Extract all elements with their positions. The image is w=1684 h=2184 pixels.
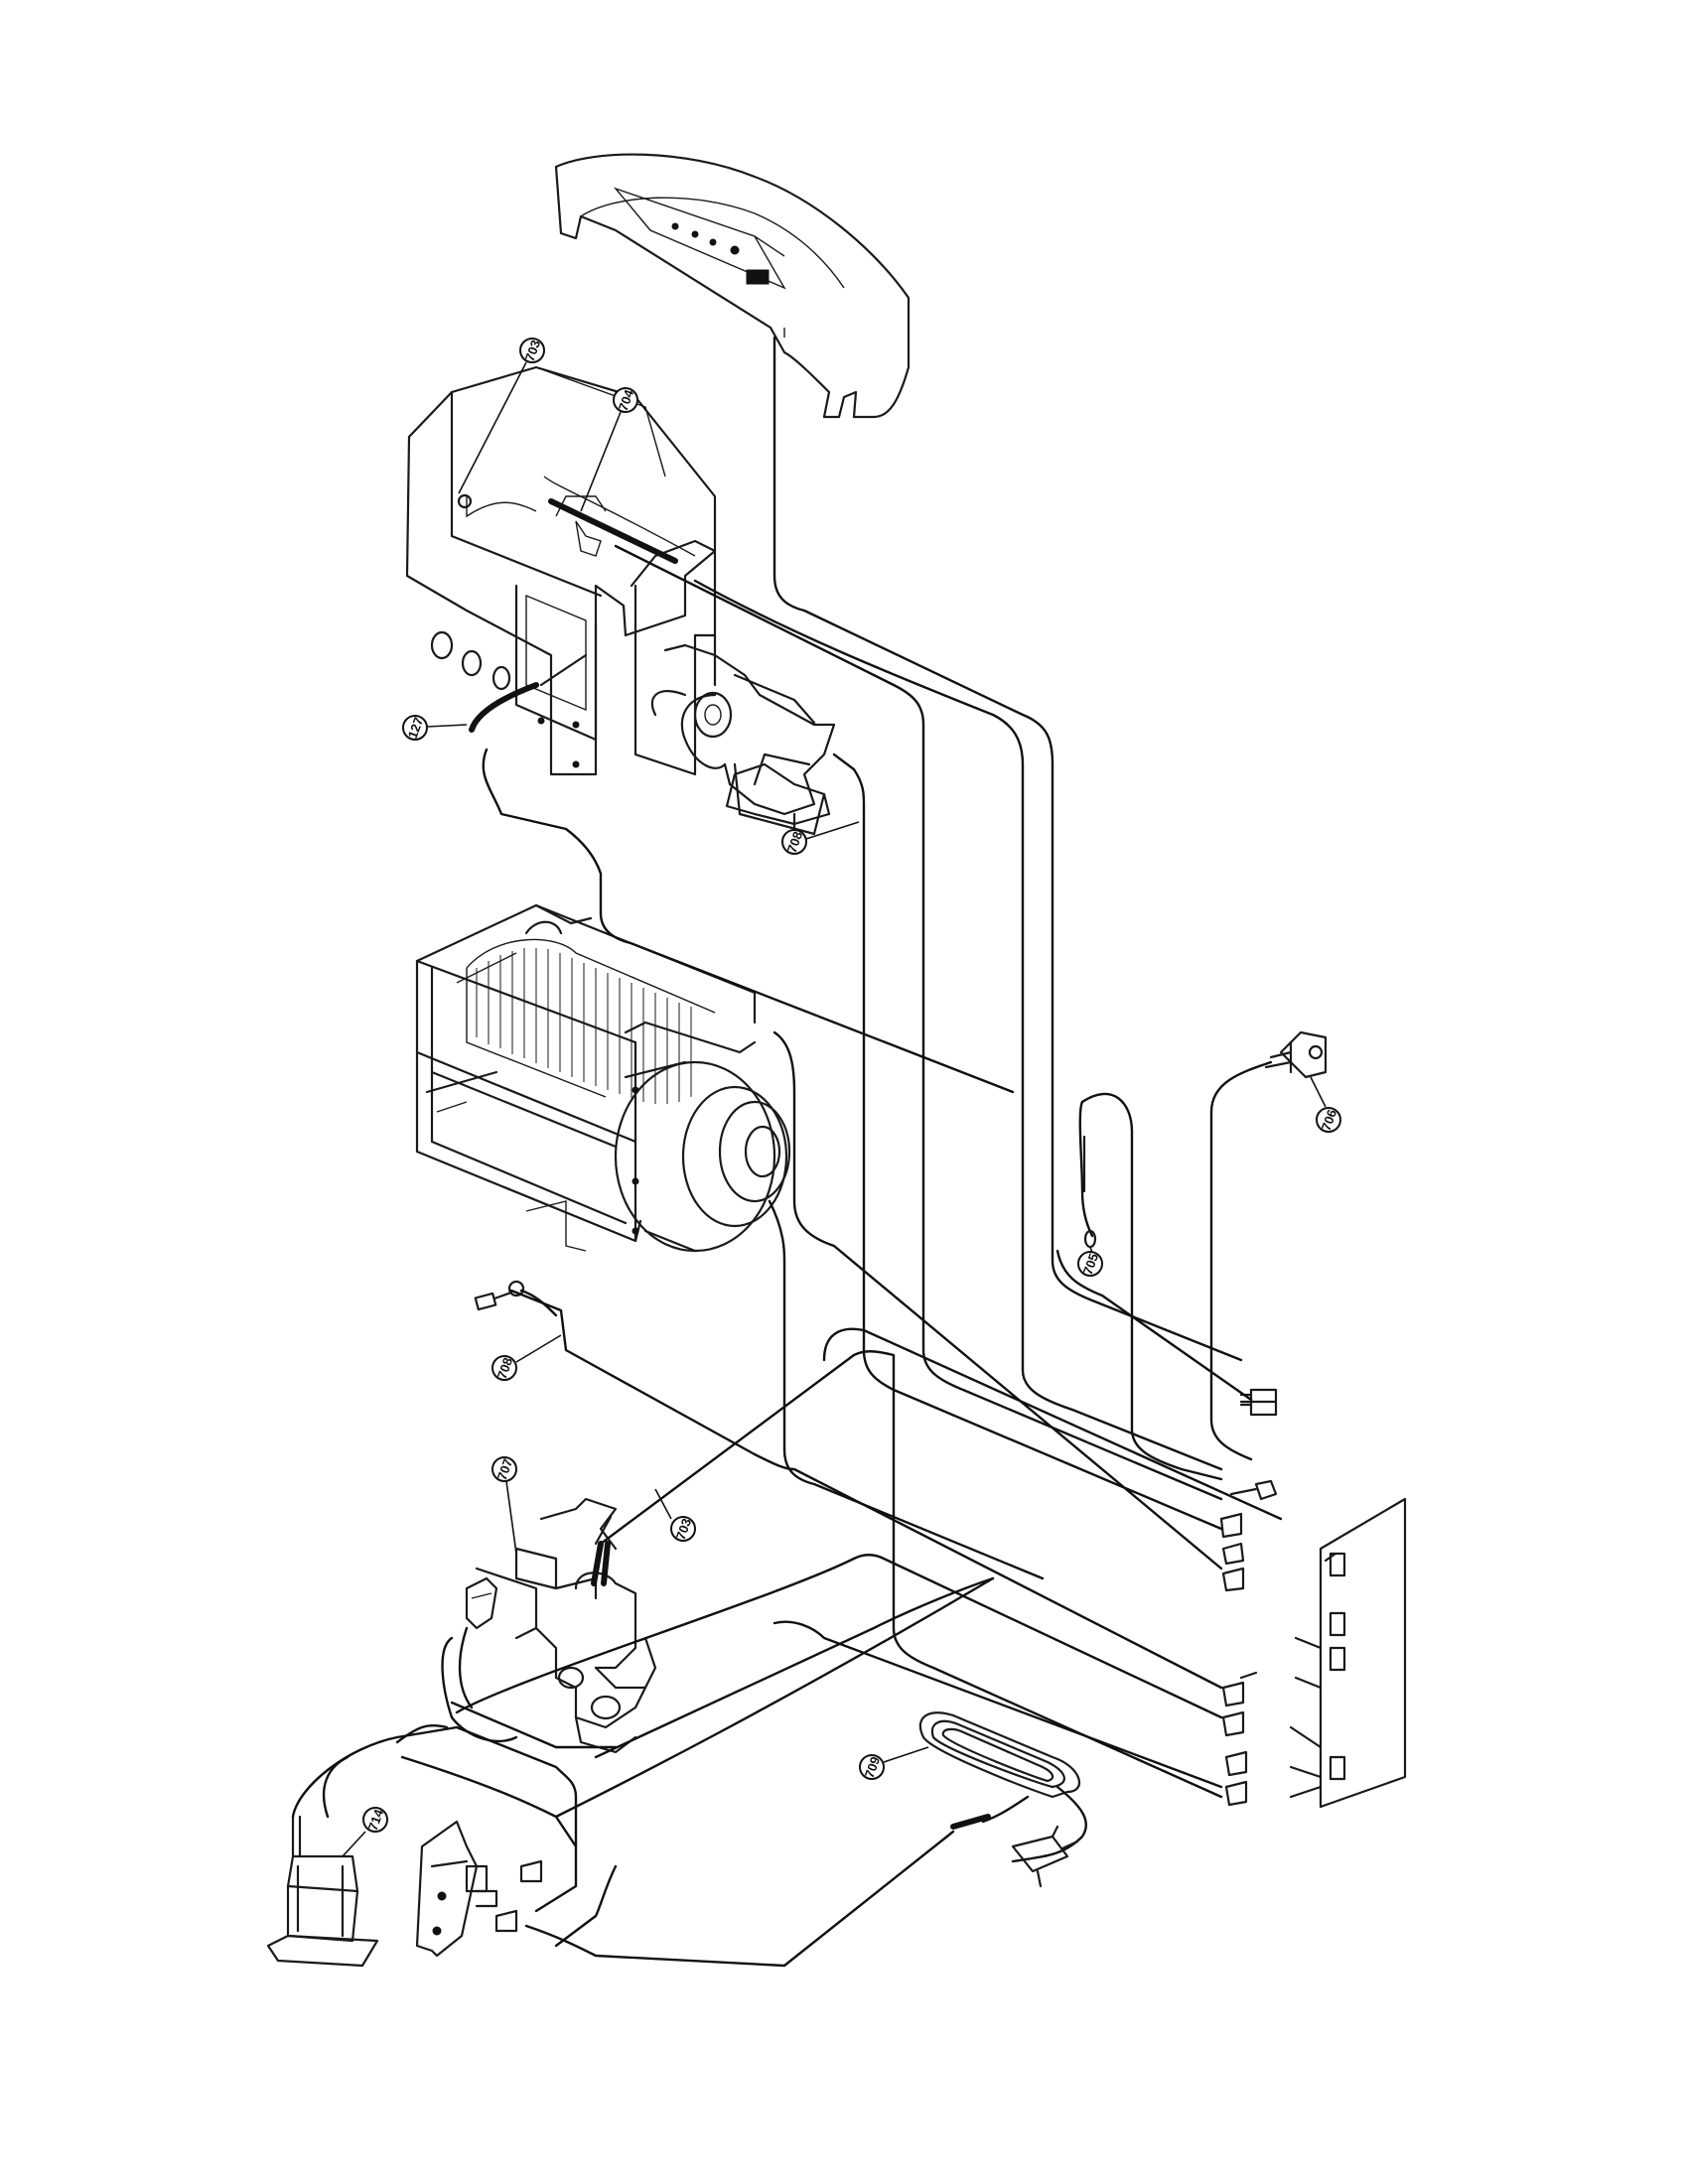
callout-label: 714 bbox=[365, 1807, 387, 1833]
thermistor-705 bbox=[1078, 1100, 1097, 1249]
control-panel-cover bbox=[554, 153, 911, 419]
callout-label: 706 bbox=[1319, 1107, 1340, 1133]
callout-705: 705 bbox=[1077, 1246, 1103, 1277]
callout-127: 127 bbox=[402, 715, 468, 741]
callout-label: 709 bbox=[862, 1754, 884, 1780]
wiring-harness bbox=[291, 336, 1283, 1968]
board-connectors bbox=[1219, 1388, 1278, 1807]
callout-label: 703 bbox=[673, 1516, 695, 1542]
callout-714: 714 bbox=[342, 1807, 388, 1857]
power-cord bbox=[918, 1711, 1087, 1888]
main-control-board bbox=[1289, 1497, 1407, 1809]
callout-label: 705 bbox=[1080, 1251, 1102, 1277]
callout-706: 706 bbox=[1310, 1076, 1341, 1133]
terminal-board bbox=[415, 1820, 543, 1958]
callout-label: 704 bbox=[616, 387, 637, 413]
gas-valve bbox=[465, 1497, 657, 1754]
burner-housing bbox=[405, 365, 717, 776]
callout-703b: 703 bbox=[654, 1488, 696, 1542]
callout-704: 704 bbox=[580, 387, 638, 512]
burner-injector bbox=[650, 643, 836, 836]
sensor-706 bbox=[1264, 1030, 1328, 1079]
crossflow-fan bbox=[415, 903, 791, 1253]
callout-703a: 703 bbox=[458, 338, 545, 494]
callout-label: 703 bbox=[522, 338, 544, 363]
callout-709: 709 bbox=[859, 1746, 929, 1780]
callout-label: 707 bbox=[494, 1456, 516, 1482]
callout-label: 708 bbox=[494, 1355, 516, 1381]
callout-708a: 708 bbox=[781, 821, 860, 855]
fan-blades bbox=[476, 948, 692, 1104]
callout-707: 707 bbox=[491, 1456, 517, 1555]
callout-label: 708 bbox=[784, 829, 806, 855]
transformer bbox=[266, 1815, 379, 1968]
callout-label: 127 bbox=[405, 715, 427, 741]
callout-708b: 708 bbox=[491, 1334, 562, 1381]
